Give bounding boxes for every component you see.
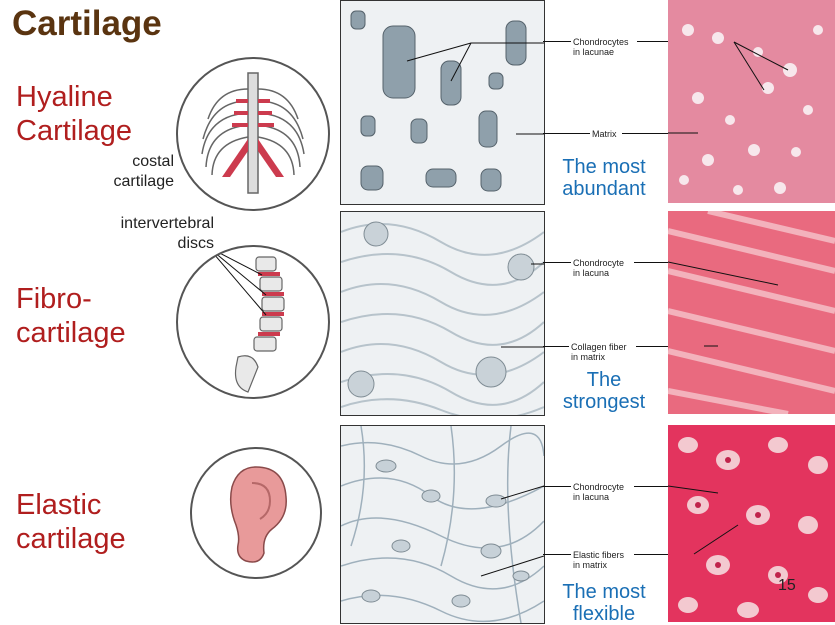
elastic-micrograph <box>668 425 835 622</box>
anatomy-label-discs: intervertebral discs <box>120 215 214 252</box>
fibro-micrograph-image <box>668 211 835 414</box>
elastic-micrograph-image <box>668 437 828 618</box>
label-chondrocytes-lacunae: Chondrocytes in lacunae <box>573 37 629 57</box>
ear-icon <box>229 466 287 563</box>
anatomy-label-costal: costal cartilage <box>113 153 174 190</box>
row-label-elastic: Elastic cartilage <box>16 489 126 555</box>
fibro-micrograph <box>668 211 835 414</box>
label-elastic-fibers: Elastic fibers in matrix <box>573 550 625 570</box>
feature-strongest: The strongest <box>562 369 646 413</box>
row-label-hyaline: Hyaline Cartilage <box>16 81 133 147</box>
feature-most-flexible: The most flexible <box>562 581 646 625</box>
hyaline-micrograph-image <box>668 24 823 195</box>
spine-icon <box>207 247 285 393</box>
spine-illustration <box>176 245 330 399</box>
label-chondrocyte-lacuna-fibro: Chondrocyte in lacuna <box>573 258 625 278</box>
ribcage-icon <box>201 72 305 194</box>
hyaline-cells-drawing <box>350 10 544 192</box>
label-matrix: Matrix <box>592 129 617 139</box>
row-label-fibro: Fibro- cartilage <box>16 283 126 349</box>
fibro-fibers-drawing <box>341 221 544 415</box>
ribcage-illustration <box>176 57 330 211</box>
label-chondrocyte-lacuna-elastic: Chondrocyte in lacuna <box>573 482 625 502</box>
label-collagen-fiber: Collagen fiber in matrix <box>571 342 627 362</box>
page-number: 15 <box>778 577 796 594</box>
feature-most-abundant: The most abundant <box>562 156 646 200</box>
page-title: Cartilage <box>12 4 162 43</box>
fibro-drawing <box>340 211 545 416</box>
ear-illustration <box>190 447 322 579</box>
hyaline-micrograph <box>668 0 835 203</box>
elastic-drawing <box>340 425 545 624</box>
elastic-fibers-drawing <box>341 426 544 623</box>
hyaline-drawing <box>340 0 545 205</box>
